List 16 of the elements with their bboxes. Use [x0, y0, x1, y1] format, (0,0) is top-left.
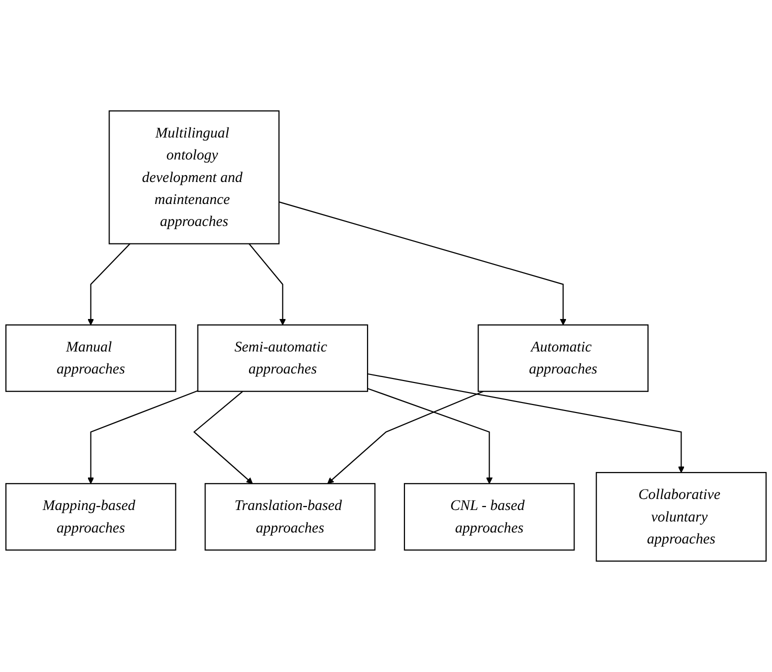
node-box: Automatic approaches: [478, 324, 649, 392]
arrow: [327, 390, 484, 484]
node-box: Manual approaches: [5, 324, 176, 392]
node-box: CNL - based approaches: [404, 483, 575, 551]
arrow: [193, 390, 253, 484]
arrow: [367, 373, 684, 473]
arrow: [248, 243, 286, 326]
arrow: [88, 243, 130, 326]
node-box: Translation-based approaches: [204, 483, 376, 551]
arrow: [278, 201, 566, 326]
arrow: [88, 390, 198, 484]
arrow: [367, 388, 493, 484]
node-box: Collaborative voluntary approaches: [596, 472, 767, 562]
node-box: Semi-automatic approaches: [197, 324, 368, 392]
node-box: Multilingual ontology development and maintenance approaches: [108, 110, 280, 244]
node-box: Mapping-based approaches: [5, 483, 176, 551]
